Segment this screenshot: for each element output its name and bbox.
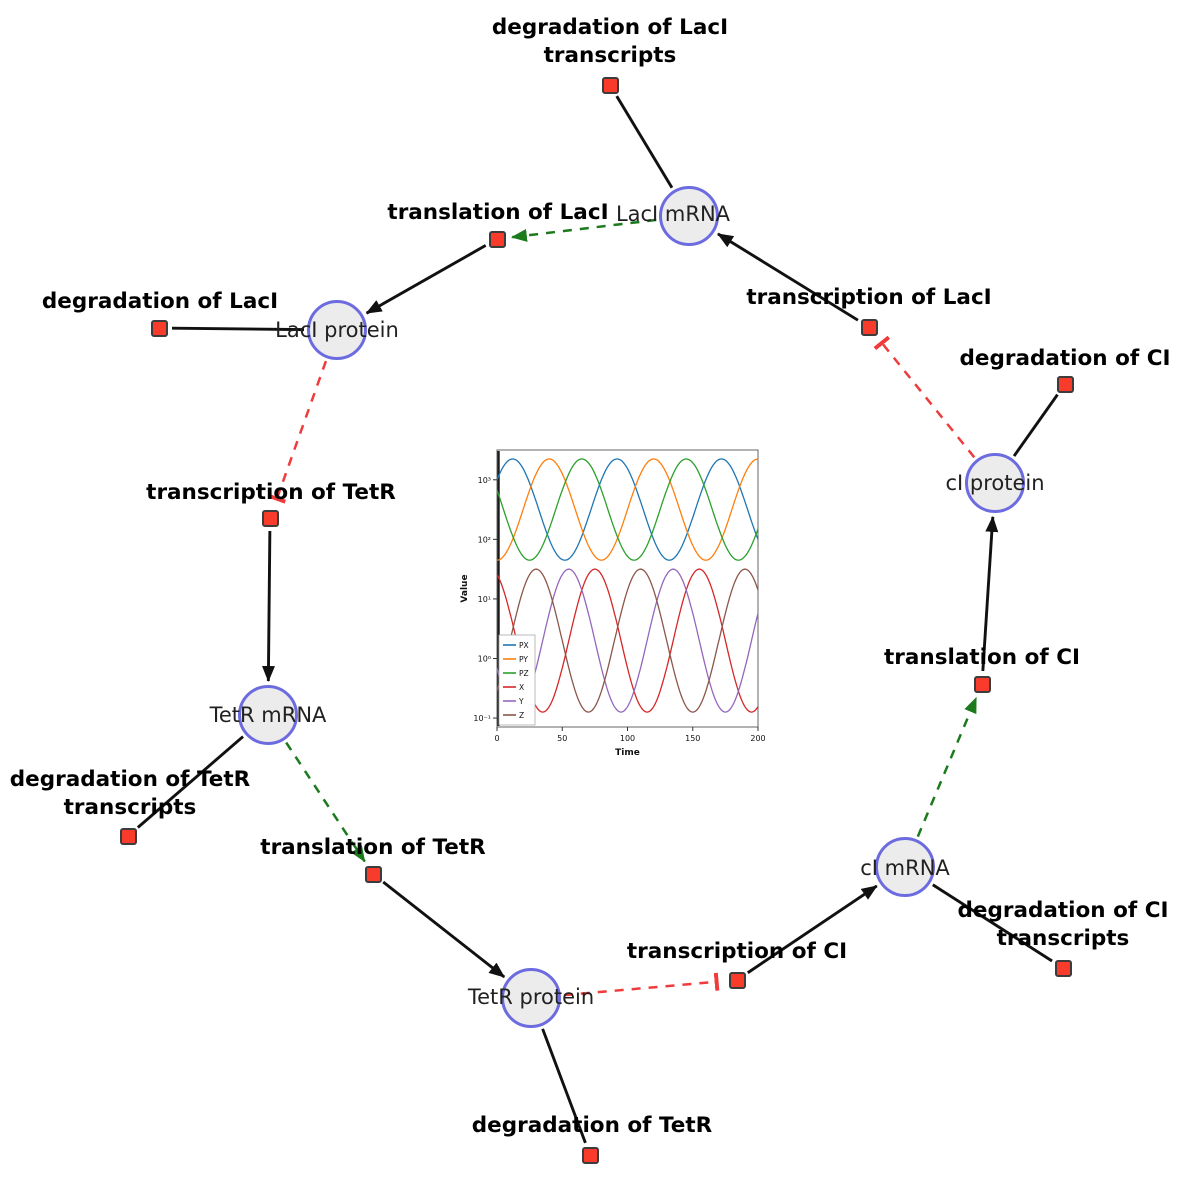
reaction-label-transcription_of_LacI: transcription of LacI — [746, 284, 991, 312]
species-node-cI_protein[interactable] — [965, 453, 1025, 513]
edge-consumption-LacI_mRNA-degradation_of_LacI_transcripts — [615, 95, 674, 189]
reaction-label-line: transcription of LacI — [746, 285, 992, 311]
x-tick-label: 50 — [557, 734, 567, 743]
species-node-cI_mRNA[interactable] — [875, 837, 935, 897]
species-label-cI_protein: cI protein — [945, 471, 1045, 495]
species-node-LacI_mRNA[interactable] — [659, 186, 719, 246]
reaction-label-line: degradation of CI — [957, 898, 1169, 924]
x-tick-label: 150 — [685, 734, 700, 743]
legend-label-Z: Z — [519, 711, 524, 720]
reaction-node-transcription_of_TetR[interactable] — [261, 509, 279, 527]
edge-consumption-TetR_mRNA-degradation_of_TetR_transcripts — [136, 735, 244, 829]
edge-production-translation_of_CI-cI_protein — [981, 515, 999, 672]
species-label-cI_mRNA: cI mRNA — [860, 856, 950, 880]
reaction-label-translation_of_LacI: translation of LacI — [387, 199, 608, 227]
legend-label-PZ: PZ — [519, 669, 529, 678]
reaction-label-line: degradation of CI — [959, 346, 1171, 372]
reaction-label-line: translation of CI — [884, 645, 1080, 671]
species-label-TetR_protein: TetR protein — [467, 985, 595, 1009]
edge-consumption-cI_protein-degradation_of_CI — [1012, 393, 1059, 457]
x-tick-label: 100 — [620, 734, 635, 743]
series-line-Z — [496, 568, 759, 713]
edge-production-translation_of_TetR-TetR_protein — [382, 880, 506, 979]
reaction-node-degradation_of_TetR[interactable] — [581, 1146, 599, 1164]
reaction-node-degradation_of_CI_transcripts[interactable] — [1054, 959, 1072, 977]
species-node-TetR_mRNA[interactable] — [238, 685, 298, 745]
edge-production-transcription_of_TetR-TetR_mRNA — [261, 530, 275, 683]
legend-label-X: X — [519, 683, 524, 692]
edge-consumption-TetR_protein-degradation_of_TetR — [541, 1028, 587, 1144]
edge-inhibition-TetR_protein-transcription_of_CI — [563, 972, 720, 997]
reaction-label-line: degradation of LacI — [41, 289, 279, 315]
species-node-LacI_protein[interactable] — [307, 300, 367, 360]
reaction-node-translation_of_TetR[interactable] — [364, 865, 382, 883]
reaction-node-degradation_of_LacI[interactable] — [150, 319, 168, 337]
species-label-LacI_mRNA: LacI mRNA — [615, 202, 731, 226]
y-axis-label: Value — [460, 574, 470, 602]
edge-modifier-TetR_mRNA-translation_of_TetR — [285, 741, 366, 863]
legend-label-PX: PX — [519, 641, 529, 650]
legend-label-PY: PY — [519, 655, 528, 664]
edge-production-translation_of_LacI-LacI_protein — [365, 244, 487, 315]
edge-inhibition-LacI_protein-transcription_of_TetR — [267, 360, 328, 504]
species-node-TetR_protein[interactable] — [501, 968, 561, 1028]
reaction-label-line: transcription of TetR — [146, 480, 396, 506]
x-axis-label: Time — [615, 748, 640, 758]
legend-label-Y: Y — [518, 697, 524, 706]
reaction-label-degradation_of_LacI: degradation of LacI — [42, 288, 278, 316]
reaction-label-line: degradation of LacI — [491, 15, 729, 41]
reaction-label-line: transcription of CI — [626, 939, 848, 965]
y-tick-label: 10⁻¹ — [473, 714, 491, 723]
reaction-node-translation_of_CI[interactable] — [973, 675, 991, 693]
reaction-label-transcription_of_TetR: transcription of TetR — [146, 479, 396, 507]
reaction-node-transcription_of_LacI[interactable] — [860, 318, 878, 336]
x-tick-label: 200 — [750, 734, 765, 743]
species-label-TetR_mRNA: TetR mRNA — [209, 703, 327, 727]
reaction-node-degradation_of_TetR_transcripts[interactable] — [119, 827, 137, 845]
series-line-X — [496, 568, 759, 713]
y-tick-label: 10⁰ — [478, 654, 491, 663]
series-line-PX — [496, 458, 759, 561]
edge-inhibition-cI_protein-transcription_of_LacI — [873, 335, 976, 459]
reaction-label-line: degradation of TetR — [9, 767, 251, 793]
series-line-PY — [496, 458, 759, 561]
reaction-node-degradation_of_CI[interactable] — [1056, 375, 1074, 393]
edge-modifier-LacI_mRNA-translation_of_LacI — [510, 218, 657, 242]
reaction-label-transcription_of_CI: transcription of CI — [627, 938, 847, 966]
edge-consumption-LacI_protein-degradation_of_LacI — [171, 326, 305, 332]
reaction-label-translation_of_TetR: translation of TetR — [260, 834, 485, 862]
reaction-node-degradation_of_LacI_transcripts[interactable] — [601, 76, 619, 94]
reaction-label-line: degradation of TetR — [471, 1113, 713, 1139]
y-tick-label: 10³ — [478, 476, 491, 485]
reaction-label-translation_of_CI: translation of CI — [884, 644, 1080, 672]
reaction-label-degradation_of_CI: degradation of CI — [960, 345, 1171, 373]
edge-modifier-cI_mRNA-translation_of_CI — [916, 696, 978, 838]
series-line-Y — [496, 568, 759, 713]
reaction-label-line: translation of LacI — [387, 200, 609, 226]
reaction-label-degradation_of_TetR: degradation of TetR — [472, 1112, 712, 1140]
reaction-node-translation_of_LacI[interactable] — [488, 230, 506, 248]
series-line-PZ — [496, 458, 759, 561]
legend-box — [498, 634, 536, 726]
edge-production-transcription_of_LacI-LacI_mRNA — [717, 232, 859, 322]
y-tick-label: 10² — [478, 535, 491, 544]
reaction-label-line: transcripts — [63, 795, 197, 820]
x-tick-label: 0 — [494, 734, 499, 743]
reaction-label-line: transcripts — [996, 926, 1130, 951]
edge-production-transcription_of_CI-cI_mRNA — [746, 884, 878, 974]
reaction-label-line: translation of TetR — [260, 835, 486, 861]
reaction-node-transcription_of_CI[interactable] — [728, 971, 746, 989]
reaction-label-line: transcripts — [543, 43, 677, 68]
y-tick-label: 10¹ — [478, 595, 491, 604]
edge-consumption-cI_mRNA-degradation_of_CI_transcripts — [932, 883, 1053, 963]
species-label-LacI_protein: LacI protein — [275, 318, 399, 342]
